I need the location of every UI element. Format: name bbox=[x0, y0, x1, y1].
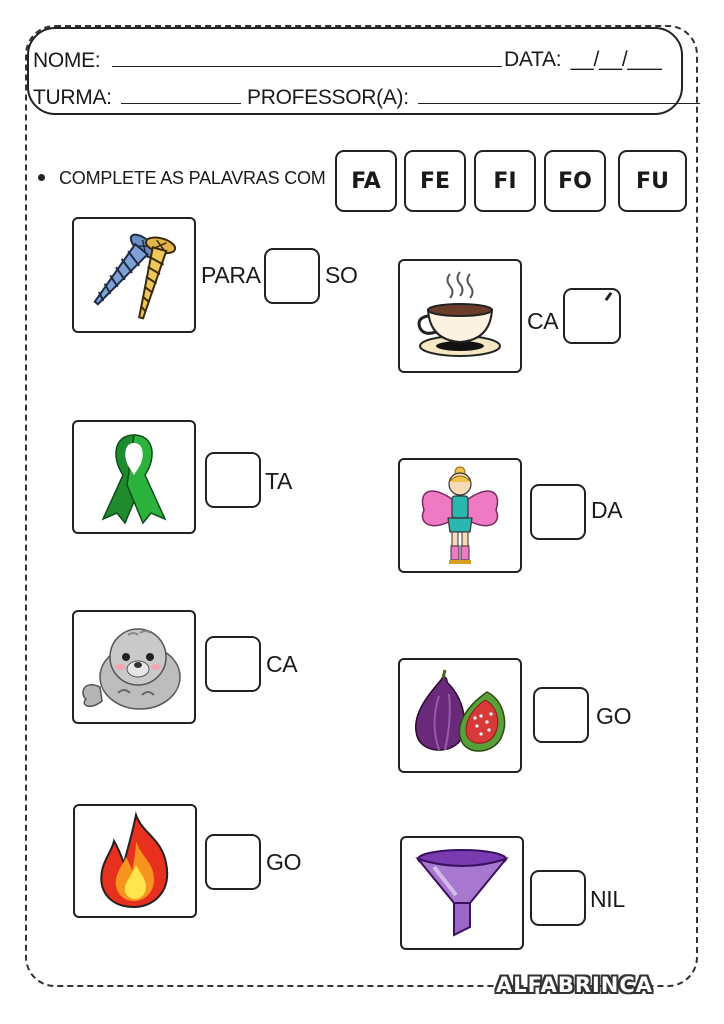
picture-card-coffee bbox=[398, 259, 522, 373]
syllable-fi: FI bbox=[474, 150, 536, 212]
class-row: TURMA: bbox=[33, 85, 242, 110]
picture-card-screws bbox=[72, 217, 196, 333]
teacher-field[interactable] bbox=[418, 85, 701, 104]
class-field[interactable] bbox=[121, 85, 242, 104]
date-field[interactable]: __/__/___ bbox=[570, 48, 662, 71]
answer-box-2[interactable] bbox=[563, 288, 621, 344]
name-label: NOME: bbox=[33, 49, 101, 72]
screws-icon bbox=[93, 233, 177, 320]
green-ribbon-icon bbox=[101, 434, 167, 525]
answer-box-4[interactable] bbox=[530, 484, 586, 540]
seal-icon bbox=[82, 628, 181, 710]
word-fragment-after: NIL bbox=[590, 886, 625, 912]
word-fragment-after: TA bbox=[265, 468, 293, 494]
syllable-fo: FO bbox=[544, 150, 606, 212]
word-fragment-after: DA bbox=[591, 497, 623, 523]
date-row: DATA: __/__/___ bbox=[504, 48, 662, 72]
bullet-icon bbox=[38, 173, 45, 181]
teacher-label: PROFESSOR(A): bbox=[247, 86, 409, 109]
date-label: DATA: bbox=[504, 48, 562, 71]
answer-box-7[interactable] bbox=[205, 834, 261, 890]
answer-box-5[interactable] bbox=[205, 636, 261, 692]
picture-card-fairy bbox=[398, 458, 522, 573]
instruction-text: COMPLETE AS PALAVRAS COM bbox=[59, 168, 326, 188]
brand-logo: ALFABRINCA bbox=[496, 973, 654, 997]
coffee-cup-icon bbox=[417, 271, 501, 357]
page-frame bbox=[25, 25, 698, 987]
picture-card-ribbon bbox=[72, 420, 196, 534]
name-row: NOME: bbox=[33, 48, 502, 73]
picture-card-fig bbox=[398, 658, 522, 773]
word-fragment-after: GO bbox=[266, 849, 302, 875]
picture-card-funnel bbox=[400, 836, 524, 950]
fig-icon bbox=[415, 669, 506, 752]
class-label: TURMA: bbox=[33, 86, 112, 109]
answer-box-1[interactable] bbox=[264, 248, 320, 304]
answer-box-3[interactable] bbox=[205, 452, 261, 508]
fire-icon bbox=[100, 811, 169, 909]
instruction: COMPLETE AS PALAVRAS COM bbox=[38, 168, 326, 189]
answer-box-8[interactable] bbox=[530, 870, 586, 926]
syllable-fa: FA bbox=[335, 150, 397, 212]
word-fragment-after: CA bbox=[266, 651, 298, 677]
fairy-icon bbox=[421, 466, 499, 564]
funnel-icon bbox=[415, 849, 509, 937]
teacher-row: PROFESSOR(A): bbox=[247, 85, 701, 110]
picture-card-fire bbox=[73, 804, 197, 918]
word-fragment-after: SO bbox=[325, 262, 358, 288]
student-header bbox=[27, 27, 683, 115]
word-fragment-before: PARA bbox=[201, 262, 261, 288]
word-fragment-after: GO bbox=[596, 703, 632, 729]
name-field[interactable] bbox=[111, 48, 502, 67]
answer-box-6[interactable] bbox=[533, 687, 589, 743]
picture-card-seal bbox=[72, 610, 196, 724]
syllable-fe: FE bbox=[404, 150, 466, 212]
word-fragment-before: CA bbox=[527, 308, 559, 334]
syllable-fu: FU bbox=[618, 150, 687, 212]
